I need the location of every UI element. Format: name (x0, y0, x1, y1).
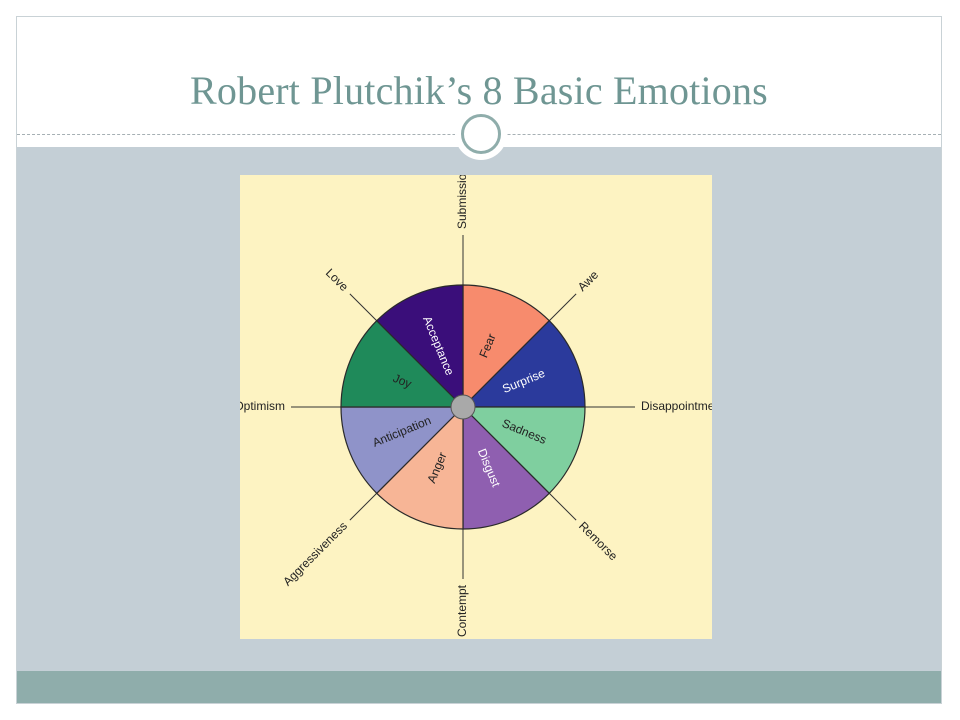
spoke-line (349, 492, 378, 521)
slide-title: Robert Plutchik’s 8 Basic Emotions (190, 68, 768, 113)
wheel-segment-acceptance (375, 284, 464, 409)
wheel-hub (450, 394, 476, 420)
dyad-label-awe: Awe (575, 268, 601, 294)
wheel-segment-surprise (461, 319, 586, 408)
spoke-line (548, 293, 577, 322)
spoke-line (548, 492, 577, 521)
dyad-label-submission: Submission (455, 175, 469, 229)
dyad-label-love: Love (323, 266, 352, 295)
wheel-segment-joy (340, 319, 465, 408)
wheel-segment-anticipation (340, 406, 465, 495)
segment-label-joy: Joy (391, 371, 414, 391)
dyad-label-contempt: Contempt (455, 584, 469, 637)
wheel-segment-sadness (461, 406, 586, 495)
emotion-wheel: FearSurpriseSadnessDisgustAngerAnticipat… (240, 175, 712, 637)
spoke-line (349, 293, 378, 322)
footer-band (17, 671, 941, 703)
wheel-segment-disgust (462, 405, 551, 530)
dyad-label-remorse: Remorse (576, 519, 621, 564)
ring-icon (461, 114, 501, 154)
circle-ornament-icon (455, 108, 507, 160)
dyad-label-aggressiveness: Aggressiveness (280, 519, 350, 589)
wheel-segment-anger (375, 405, 464, 530)
dyad-label-disappointment: Disappointment (641, 399, 712, 413)
dyad-label-optimism: Optimism (240, 399, 285, 413)
wheel-segment-fear (462, 284, 551, 409)
